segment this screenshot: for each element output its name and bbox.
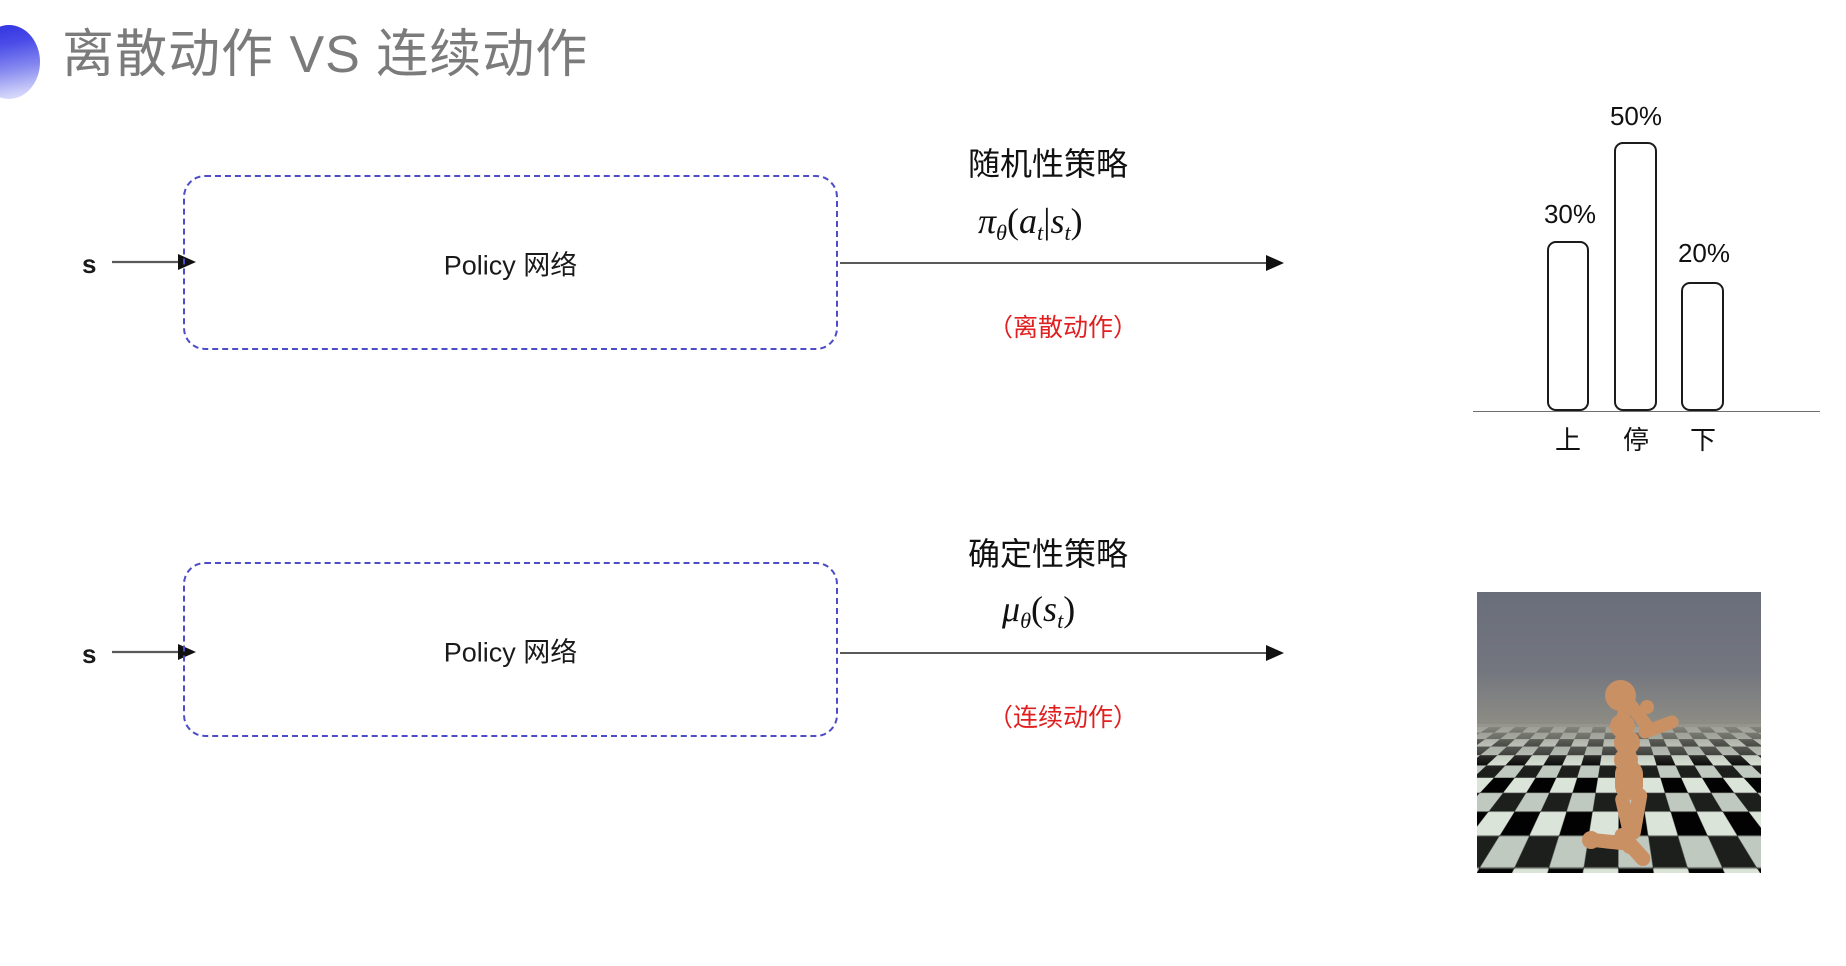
policy-formula-continuous: μθ(st) [1002,589,1076,634]
policy-type-title-discrete: 随机性策略 [968,146,1129,182]
bar-value-1: 50% [1609,101,1663,131]
input-arrow-discrete [112,254,196,270]
bar-value-2: 20% [1677,238,1731,268]
action-type-note-discrete: （离散动作） [988,314,1139,342]
policy-network-label-discrete: Policy 网络 [443,250,578,280]
row-discrete: s Policy 网络 随机性策略 πθ(at|st) （离散动作） 30% 5… [82,95,1835,455]
bar-category-1: 停 [1622,425,1649,455]
state-input-label-discrete: s [82,249,97,279]
state-input-label-continuous: s [82,639,97,669]
output-arrow-discrete [840,255,1284,271]
bar-category-0: 上 [1554,425,1581,455]
bar-value-0: 30% [1543,199,1597,229]
humanoid-simulation-image [1477,592,1761,873]
policy-network-label-continuous: Policy 网络 [443,637,578,667]
policy-network-box-continuous[interactable]: Policy 网络 [183,562,838,737]
policy-formula-discrete: πθ(at|st) [978,201,1083,246]
action-type-note-continuous: （连续动作） [988,704,1139,732]
chart-x-axis [1473,411,1820,412]
bar-1 [1614,142,1657,411]
row-continuous: s Policy 网络 确定性策略 μθ(st) （连续动作） [0,380,1846,966]
policy-type-title-continuous: 确定性策略 [968,536,1129,572]
bar-0 [1547,241,1589,411]
policy-network-box-discrete[interactable]: Policy 网络 [183,175,838,350]
page-title: 离散动作 VS 连续动作 [62,26,589,84]
bar-2 [1681,282,1724,411]
output-arrow-continuous [840,645,1284,661]
action-probability-bar-chart: 30% 50% 20% 上 停 下 [1455,95,1835,455]
bar-category-2: 下 [1689,425,1716,455]
input-arrow-continuous [112,644,196,660]
